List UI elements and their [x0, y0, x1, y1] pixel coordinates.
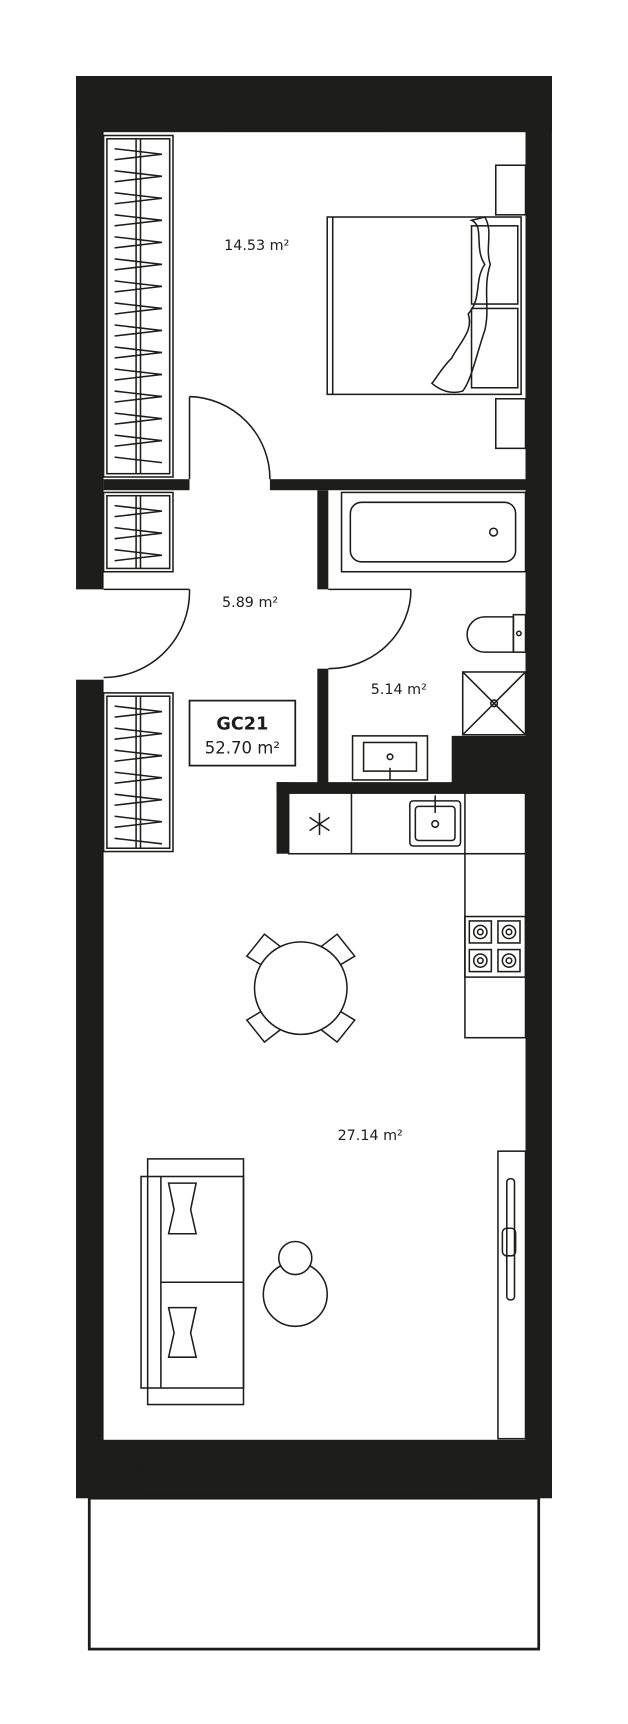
door-entrance[interactable] [103, 588, 191, 679]
interior-walls [103, 479, 526, 854]
burner-icon [468, 920, 493, 944]
wardrobe [102, 692, 174, 853]
window-top [230, 78, 384, 131]
shower [461, 671, 527, 736]
door-bathroom [328, 588, 412, 670]
burner-icon [497, 948, 521, 973]
bathroom-sink [351, 735, 429, 781]
room-area-bathroom: 5.14 m² [371, 682, 427, 698]
door-bedroom [188, 395, 271, 480]
armchair [262, 1240, 328, 1328]
bed [326, 164, 527, 450]
room-area-hallway: 5.89 m² [222, 595, 278, 611]
room-area-living: 27.14 m² [338, 1128, 403, 1144]
burner-icon [468, 948, 493, 973]
wardrobe-living [497, 1150, 527, 1440]
dining-table [245, 933, 356, 1044]
sofa [140, 1158, 245, 1406]
room-area-bedroom: 14.53 m² [224, 238, 289, 254]
window-bottom [134, 1442, 477, 1496]
fridge-icon [309, 812, 330, 836]
unit-label: GC21 52.70 m² [188, 699, 297, 767]
wardrobe [102, 491, 174, 573]
kitchen-sink [409, 795, 462, 847]
wardrobes [102, 134, 174, 853]
burner-icon [497, 920, 521, 944]
stove [464, 915, 527, 978]
unit-total-area: 52.70 m² [205, 738, 280, 757]
wardrobe [102, 134, 174, 478]
bathtub [340, 491, 527, 573]
balcony [87, 1496, 541, 1651]
toilet [466, 613, 527, 653]
unit-code: GC21 [216, 714, 268, 734]
